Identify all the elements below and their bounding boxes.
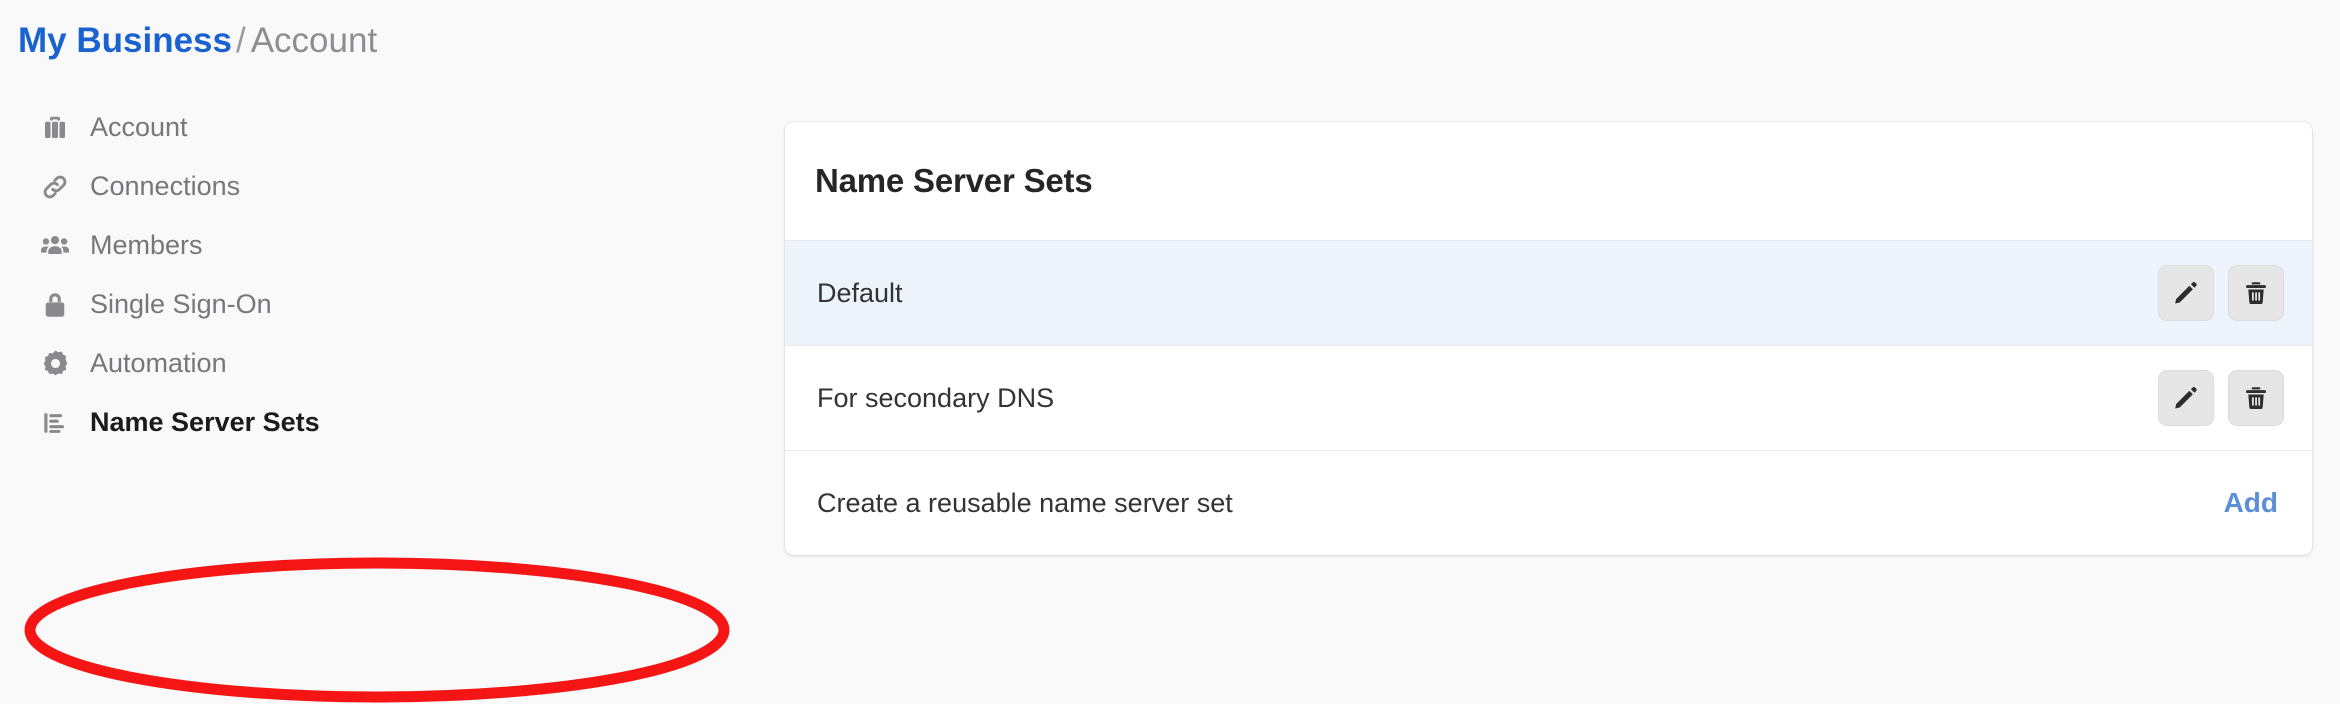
sidebar-item-account[interactable]: Account	[0, 98, 760, 157]
sidebar-item-label: Name Server Sets	[90, 407, 320, 437]
pencil-icon	[2172, 279, 2200, 307]
list-icon	[38, 406, 72, 440]
link-icon	[38, 170, 72, 204]
card-header: Name Server Sets	[785, 122, 2312, 240]
breadcrumb: My Business/Account	[18, 21, 378, 61]
people-icon	[38, 229, 72, 263]
sidebar-item-label: Members	[90, 230, 203, 260]
trash-icon	[2242, 384, 2270, 412]
delete-button[interactable]	[2228, 370, 2284, 426]
sidebar-item-single-sign-on[interactable]: Single Sign-On	[0, 275, 760, 334]
sidebar-item-members[interactable]: Members	[0, 216, 760, 275]
sidebar-item-label: Connections	[90, 171, 241, 201]
name-server-set-label: For secondary DNS	[817, 382, 1055, 413]
trash-icon	[2242, 279, 2270, 307]
delete-button[interactable]	[2228, 265, 2284, 321]
create-name-server-set-row: Create a reusable name server set Add	[785, 450, 2312, 555]
breadcrumb-current: Account	[250, 21, 378, 60]
page-title: Name Server Sets	[815, 162, 1093, 199]
name-server-sets-card: Name Server Sets Default	[785, 122, 2312, 555]
sidebar-item-automation[interactable]: Automation	[0, 334, 760, 393]
pencil-icon	[2172, 384, 2200, 412]
row-actions	[2158, 370, 2284, 426]
sidebar-item-connections[interactable]: Connections	[0, 157, 760, 216]
sidebar-item-label: Single Sign-On	[90, 289, 272, 319]
create-row-label: Create a reusable name server set	[817, 487, 1233, 518]
lock-icon	[38, 288, 72, 322]
edit-button[interactable]	[2158, 370, 2214, 426]
row-actions	[2158, 265, 2284, 321]
breadcrumb-root-link[interactable]: My Business	[18, 21, 232, 60]
table-row[interactable]: Default	[785, 240, 2312, 345]
sidebar-item-name-server-sets[interactable]: Name Server Sets	[0, 393, 760, 452]
edit-button[interactable]	[2158, 265, 2214, 321]
gear-icon	[38, 347, 72, 381]
sidebar-item-label: Account	[90, 112, 188, 142]
table-row[interactable]: For secondary DNS	[785, 345, 2312, 450]
briefcase-icon	[38, 111, 72, 145]
name-server-set-label: Default	[817, 277, 903, 308]
add-button[interactable]: Add	[2223, 487, 2278, 518]
annotation-ellipse	[24, 557, 730, 703]
breadcrumb-separator: /	[235, 21, 246, 60]
sidebar-nav: Account Connections	[0, 98, 760, 452]
sidebar-item-label: Automation	[90, 348, 227, 378]
